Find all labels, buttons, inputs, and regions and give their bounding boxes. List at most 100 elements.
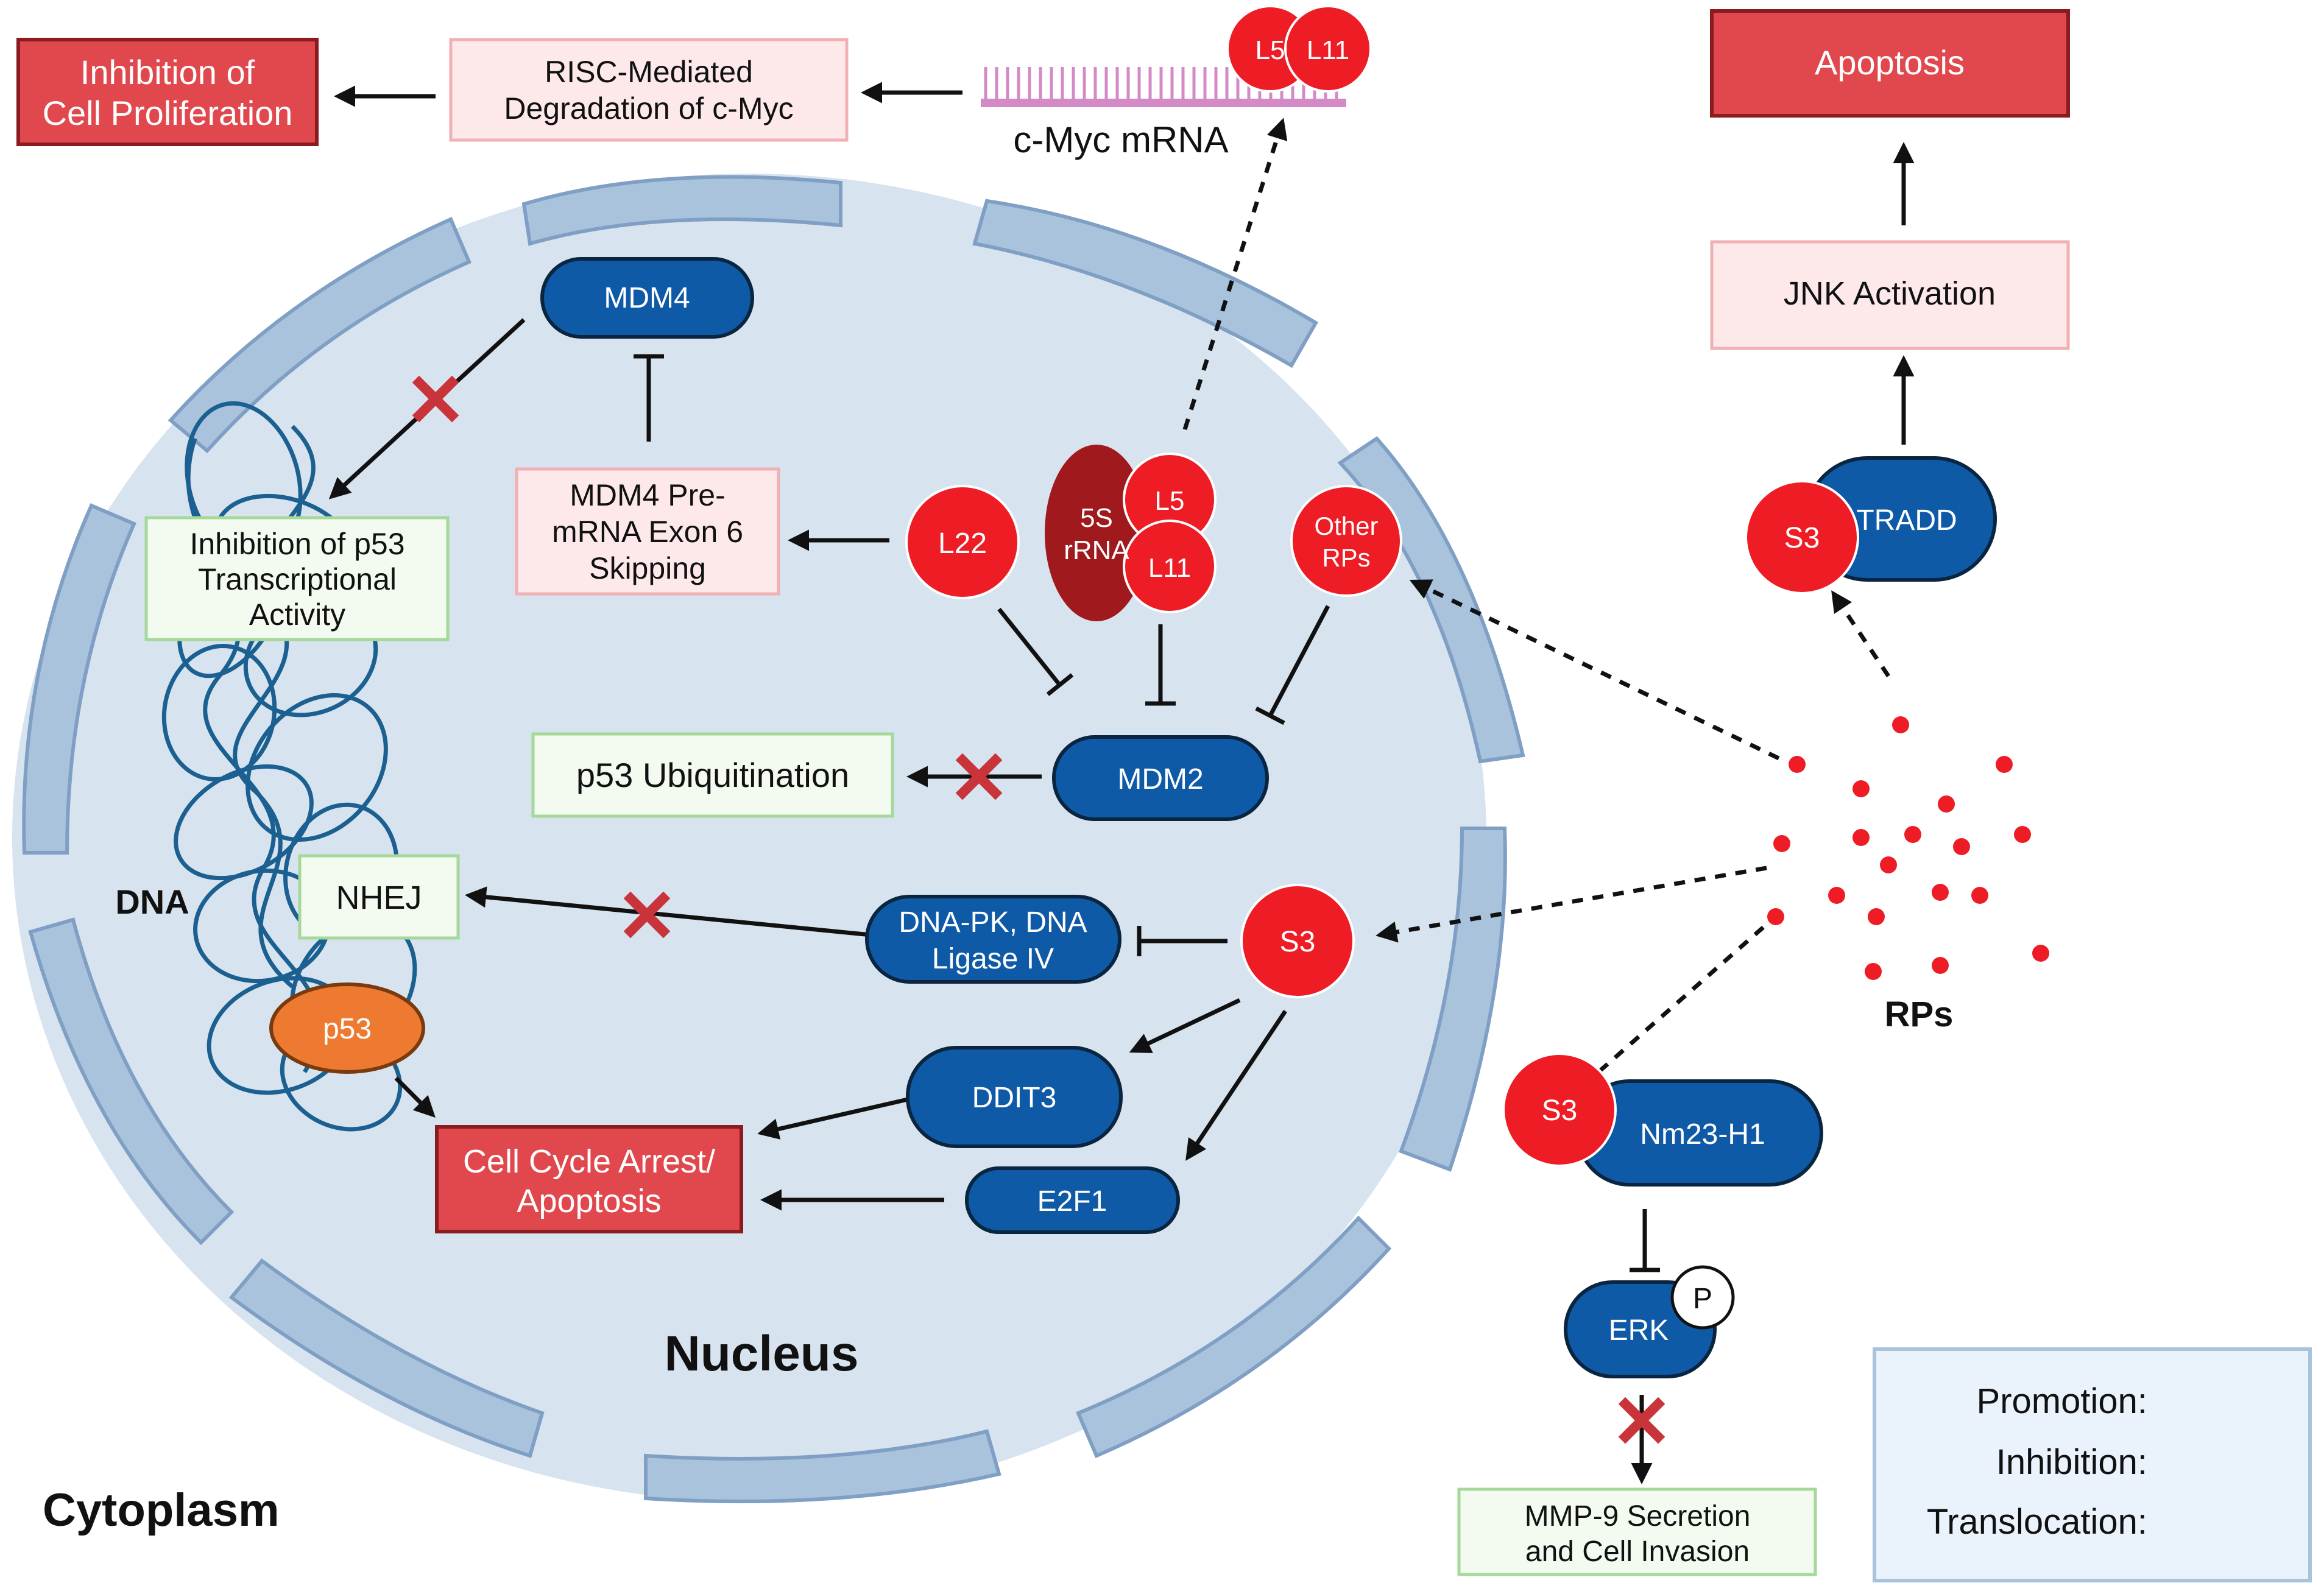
protein-dnapk-line2: Ligase IV xyxy=(932,943,1054,975)
rp-dot xyxy=(1767,908,1784,925)
box-mdm4-premrna: MDM4 Pre- mRNA Exon 6 Skipping xyxy=(515,467,780,596)
box-apoptosis-label: Apoptosis xyxy=(1815,43,1965,82)
rp-other-rps-line1: Other xyxy=(1314,512,1378,540)
protein-nm23-label: Nm23-H1 xyxy=(1640,1118,1765,1151)
box-cell-cycle-line2: Apoptosis xyxy=(517,1183,661,1219)
protein-mdm4-label: MDM4 xyxy=(604,282,690,314)
rp-s3-nm23-label: S3 xyxy=(1542,1095,1578,1127)
protein-mdm4 xyxy=(540,257,754,339)
label-dna: DNA xyxy=(115,883,189,921)
rp-other-rps-line2: RPs xyxy=(1322,543,1370,572)
rp-dot xyxy=(1773,835,1790,852)
box-jnk-activation: JNK Activation xyxy=(1710,240,2070,350)
rp-dot-cluster xyxy=(1767,716,2049,980)
rp-l22 xyxy=(905,485,1020,599)
protein-e2f1-label: E2F1 xyxy=(1037,1185,1107,1218)
rp-dot xyxy=(1852,829,1870,846)
phospho-marker xyxy=(1670,1265,1735,1330)
box-risc-line1: RISC-Mediated xyxy=(545,55,753,89)
rp-dot xyxy=(1865,963,1882,980)
box-inhibition-p53-line1: Inhibition of p53 xyxy=(189,527,404,561)
legend: Promotion: Inhibition: Translocation: xyxy=(1873,1347,2312,1582)
label-cytoplasm: Cytoplasm xyxy=(43,1484,280,1536)
box-cell-cycle-arrest: Cell Cycle Arrest/ Apoptosis xyxy=(435,1125,743,1233)
rp-dot xyxy=(1938,795,1955,813)
blocked-markers xyxy=(412,375,1665,1444)
rrna-5s xyxy=(1045,445,1148,621)
legend-inhibition-label: Inhibition: xyxy=(1996,1442,2147,1482)
box-inhibition-cell-proliferation-line2: Cell Proliferation xyxy=(43,94,293,132)
protein-ddit3-label: DDIT3 xyxy=(972,1082,1057,1114)
box-risc-line2: Degradation of c-Myc xyxy=(504,91,793,125)
label-c-myc-mrna: c-Myc mRNA xyxy=(1013,119,1228,160)
rp-dot xyxy=(1996,756,2013,773)
box-inhibition-p53-line2: Transcriptional xyxy=(198,562,397,596)
box-mdm4-premrna-line1: MDM4 Pre- xyxy=(570,478,726,512)
box-mdm4-premrna-line2: mRNA Exon 6 xyxy=(552,515,743,549)
rp-l22-label: L22 xyxy=(938,527,987,560)
rp-dot xyxy=(1868,908,1885,925)
box-p53-ubiquitination: p53 Ubiquitination xyxy=(531,732,894,818)
rp-dot xyxy=(1789,756,1806,773)
rp-dot xyxy=(1971,887,1988,904)
pathway-arrows xyxy=(328,82,2283,1534)
rp-dot xyxy=(1904,826,1921,843)
nuclear-envelope xyxy=(22,175,1525,1503)
rp-dot xyxy=(1892,716,1909,733)
protein-dnapk xyxy=(865,895,1121,984)
rp-s3-tradd xyxy=(1745,480,1859,594)
rp-dot xyxy=(1932,957,1949,974)
rp-dot xyxy=(1828,887,1845,904)
rp-l5-nucleus-label: L5 xyxy=(1155,486,1185,516)
box-nhej: NHEJ xyxy=(298,854,460,940)
rp-dot xyxy=(1953,838,1970,855)
box-cell-cycle-line1: Cell Cycle Arrest/ xyxy=(463,1143,715,1180)
rrna-5s-line2: rRNA xyxy=(1064,535,1129,565)
label-rps: RPs xyxy=(1885,995,1954,1034)
box-mmp9-line1: MMP-9 Secretion xyxy=(1525,1500,1751,1532)
legend-promotion-label: Promotion: xyxy=(1977,1381,2147,1421)
box-mmp9-secretion: MMP-9 Secretion and Cell Invasion xyxy=(1457,1487,1817,1576)
box-mdm4-premrna-line3: Skipping xyxy=(589,551,706,585)
phospho-label: P xyxy=(1693,1283,1712,1315)
rp-s3-nucleus-label: S3 xyxy=(1280,926,1316,958)
protein-erk-label: ERK xyxy=(1609,1314,1669,1347)
block-x-mdm4 xyxy=(412,375,459,423)
rrna-5s-line1: 5S xyxy=(1080,503,1113,533)
box-inhibition-p53: Inhibition of p53 Transcriptional Activi… xyxy=(144,516,450,641)
protein-e2f1 xyxy=(965,1166,1180,1234)
rp-s3-tradd-label: S3 xyxy=(1784,522,1820,554)
rp-dot xyxy=(1880,856,1897,873)
block-x-ubiquitination xyxy=(955,753,1003,800)
legend-translocation-label: Translocation: xyxy=(1927,1502,2147,1542)
rp-dot xyxy=(1932,884,1949,901)
protein-mdm2 xyxy=(1052,735,1269,821)
rp-l11-nucleus-label: L11 xyxy=(1148,553,1191,583)
rp-l11-mrna-label: L11 xyxy=(1307,35,1349,65)
rp-l11-nucleus xyxy=(1123,520,1217,613)
block-x-nhej xyxy=(623,891,671,939)
box-inhibition-p53-line3: Activity xyxy=(249,598,345,632)
rp-other-rps xyxy=(1290,485,1402,597)
box-nhej-label: NHEJ xyxy=(336,880,422,916)
rp-dot xyxy=(2014,826,2031,843)
rp-l5-mrna-label: L5 xyxy=(1256,35,1285,65)
box-apoptosis: Apoptosis xyxy=(1710,9,2070,118)
protein-ddit3 xyxy=(906,1046,1123,1148)
rp-dot xyxy=(1852,780,1870,797)
box-risc-degradation: RISC-Mediated Degradation of c-Myc xyxy=(449,38,849,142)
protein-p53 xyxy=(269,982,425,1074)
box-inhibition-cell-proliferation: Inhibition of Cell Proliferation xyxy=(16,38,319,146)
box-mmp9-line2: and Cell Invasion xyxy=(1525,1536,1750,1568)
label-nucleus: Nucleus xyxy=(665,1326,859,1381)
box-p53-ubiquitination-label: p53 Ubiquitination xyxy=(576,756,849,794)
protein-p53-label: p53 xyxy=(323,1013,372,1045)
box-inhibition-cell-proliferation-line1: Inhibition of xyxy=(80,53,255,91)
protein-mdm2-label: MDM2 xyxy=(1117,763,1203,795)
protein-dnapk-line1: DNA-PK, DNA xyxy=(899,906,1087,939)
rp-s3-nucleus xyxy=(1240,884,1355,998)
block-x-mmp9 xyxy=(1618,1397,1665,1444)
box-jnk-label: JNK Activation xyxy=(1784,275,1996,312)
rp-s3-nm23 xyxy=(1502,1053,1617,1167)
